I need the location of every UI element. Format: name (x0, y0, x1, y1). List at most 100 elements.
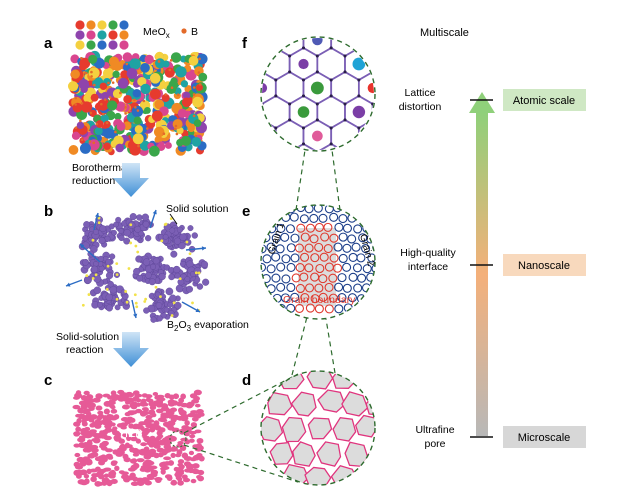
metal-atom (352, 57, 366, 71)
metal-atom (367, 38, 374, 46)
heb-powder (72, 389, 205, 487)
evaporation-arrowhead (152, 210, 157, 215)
heb-grain (94, 466, 101, 472)
pore-cell (304, 466, 332, 485)
boron-atom (260, 151, 263, 154)
grain-atom (309, 213, 319, 223)
pore-cell (290, 391, 317, 417)
boron-atom (274, 175, 277, 178)
oxide-particle (149, 73, 161, 84)
oxide-particle (161, 93, 170, 102)
boron-atom (302, 46, 306, 50)
boron-atom (262, 70, 264, 74)
boron-atom (385, 95, 388, 98)
grain-atom (377, 235, 385, 243)
heb-grain (174, 472, 183, 477)
boron-atom (427, 167, 430, 170)
heb-grain (159, 418, 168, 423)
heb-grain (193, 389, 202, 396)
metal-atom (262, 38, 268, 46)
heb-grain (139, 467, 147, 472)
heb-grain (191, 416, 199, 422)
lattice-hexagon (357, 38, 374, 58)
heb-grain (77, 437, 86, 443)
boron-atom (344, 151, 347, 154)
heb-grain (170, 400, 179, 406)
pore-cell (354, 465, 375, 485)
purple-particle (93, 286, 102, 295)
boron-atom (260, 167, 263, 170)
oxide-particle (95, 120, 104, 128)
boron-particle (174, 124, 178, 128)
boron-atom (413, 127, 416, 130)
oxide-particle (79, 57, 91, 69)
heb-grain (188, 467, 194, 474)
purple-particle (109, 253, 116, 260)
boron-atom (274, 31, 277, 34)
boron-particle (111, 81, 115, 84)
purple-particle (165, 287, 174, 296)
grain-atom (313, 205, 323, 213)
boron-atom (371, 7, 374, 10)
boron-particle (175, 132, 179, 136)
boron-particle (164, 93, 167, 96)
heb-grain (156, 394, 165, 399)
heb-grain (193, 454, 201, 461)
heb-grain (160, 469, 166, 475)
oxide-particle (191, 136, 202, 147)
metal-atom (352, 105, 366, 119)
panel-label-a: a (44, 35, 53, 52)
heb-grain (163, 456, 172, 461)
purple-particle (187, 225, 194, 232)
boron-residue (115, 273, 119, 276)
boron-atom (399, 7, 402, 10)
oxide-particle (164, 141, 172, 149)
boron-atom (261, 23, 264, 26)
boron-particle (74, 103, 77, 106)
heb-grain (147, 476, 155, 481)
boron-atom (413, 79, 416, 82)
grain-atom (342, 243, 352, 253)
heb-grain (144, 394, 153, 399)
boron-atom (260, 23, 263, 26)
boron-atom (274, 31, 277, 34)
metal-atom (262, 129, 269, 143)
heb-grain (140, 411, 147, 417)
grain-atom (334, 304, 344, 314)
purple-particle (156, 315, 163, 322)
heb-grain (164, 461, 171, 466)
purple-particle (176, 226, 183, 233)
purple-particle (152, 257, 160, 265)
oxide-particle (100, 92, 110, 101)
boron-atom (233, 71, 236, 74)
boron-atom (413, 175, 416, 178)
b2o3-evaporation-label: B2O3 evaporation (167, 319, 249, 333)
boron-atom (247, 143, 250, 146)
lattice-hexagon (234, 0, 262, 32)
purple-particle (123, 229, 131, 237)
grain-atom (362, 205, 372, 213)
boron-atom (344, 23, 347, 26)
boron-atom (343, 70, 347, 74)
oxide-particle (176, 138, 184, 147)
boron-atom (247, 143, 250, 146)
purple-particle (136, 214, 143, 221)
metal-atom (310, 81, 324, 95)
metal-atom (298, 154, 310, 166)
boron-residue (154, 285, 158, 289)
boron-atom (247, 47, 250, 50)
boundary-atom (314, 283, 324, 293)
oxide-particle (132, 89, 142, 98)
boron-atom (371, 167, 374, 170)
boron-atom (427, 23, 430, 26)
boron-particle (168, 68, 172, 72)
legend-particle (86, 40, 96, 50)
heb-grain (81, 469, 88, 475)
metal-atom (408, 58, 420, 70)
boundary-atom (310, 253, 320, 263)
boundary-atom (300, 252, 310, 262)
purple-particle (200, 260, 209, 269)
purple-particle (143, 307, 150, 314)
boron-atom (344, 151, 347, 154)
oxide-particle (71, 131, 81, 140)
